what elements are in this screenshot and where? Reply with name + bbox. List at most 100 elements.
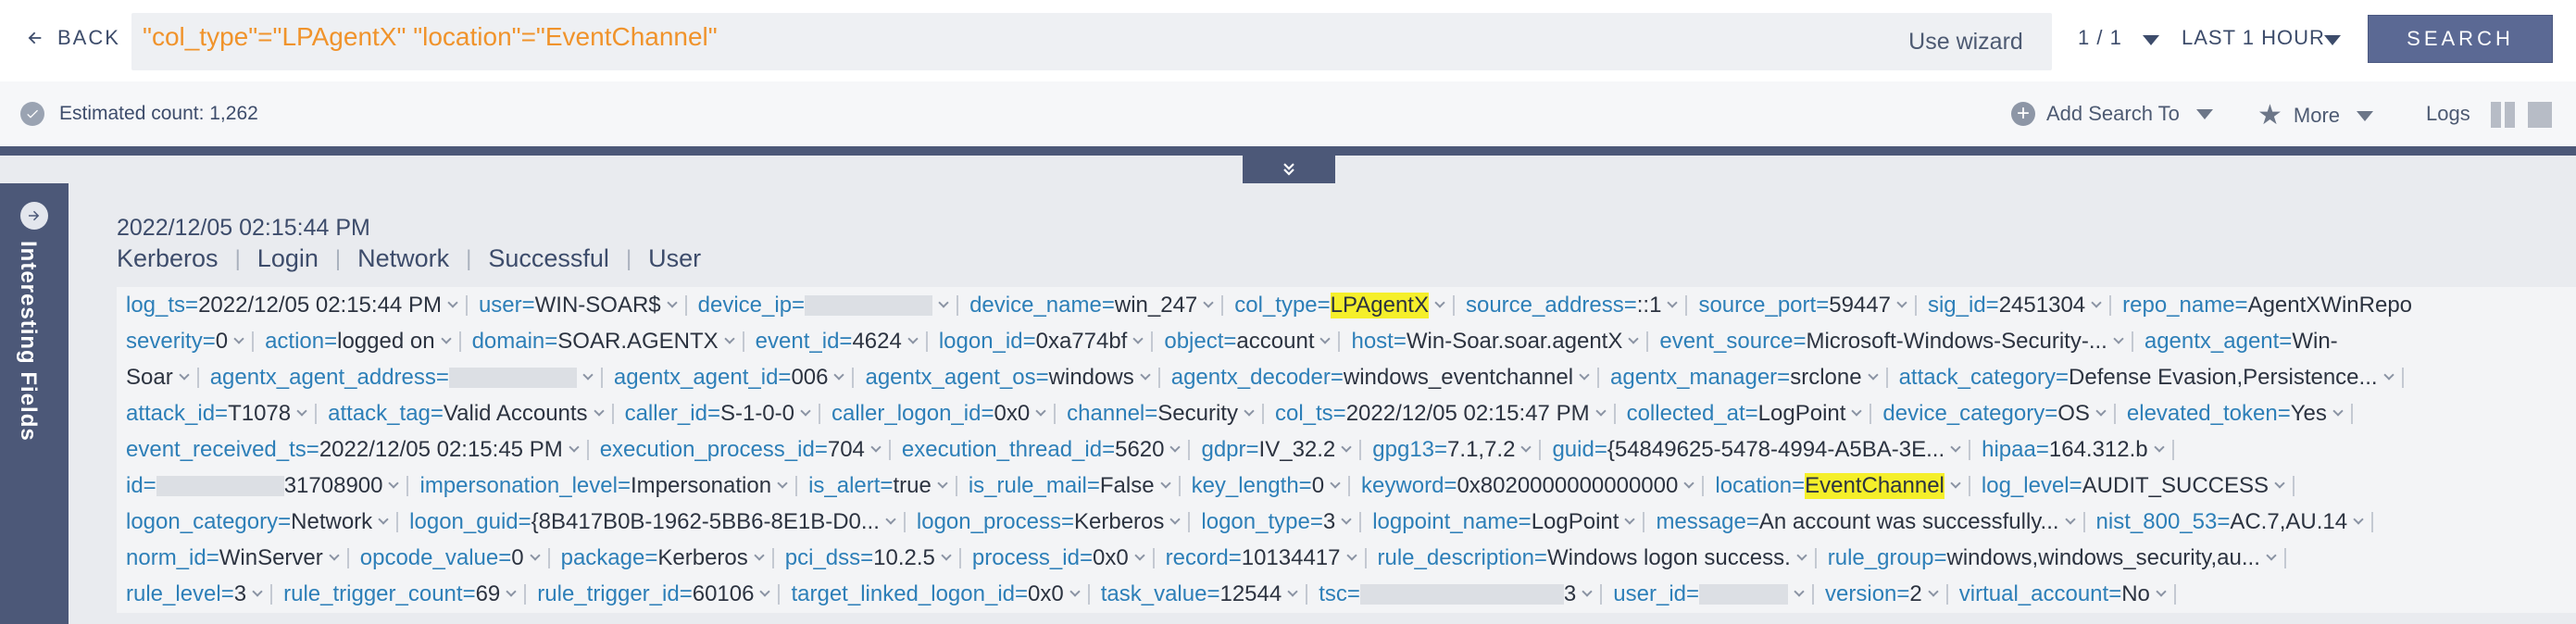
field-item[interactable]: object=account	[1164, 329, 1351, 355]
field-item[interactable]: elevated_token=Yes	[2127, 401, 2364, 427]
field-key[interactable]: gdpr=	[1201, 436, 1259, 462]
chevron-down-icon[interactable]	[1345, 549, 1357, 561]
chevron-down-icon[interactable]	[1203, 296, 1214, 308]
field-item[interactable]: source_address=::1	[1466, 293, 1698, 318]
field-value[interactable]: An account was successfully...	[1758, 508, 2059, 534]
chevron-down-icon[interactable]	[506, 585, 517, 597]
field-item[interactable]: channel=Security	[1067, 401, 1275, 427]
chevron-down-icon[interactable]	[1851, 405, 1863, 417]
field-item[interactable]: rule_description=Windows logon success.	[1378, 545, 1828, 571]
field-key[interactable]: logon_category=	[126, 508, 292, 534]
chevron-down-icon[interactable]	[2064, 513, 2076, 525]
field-key[interactable]: host=	[1351, 328, 1407, 354]
field-value[interactable]: {54849625-5478-4994-A5BA-3E...	[1607, 436, 1945, 462]
chevron-down-icon[interactable]	[1434, 296, 1445, 308]
field-key[interactable]: agentx_agent_id=	[613, 364, 792, 390]
chevron-down-icon[interactable]	[759, 585, 771, 597]
field-item[interactable]: tsc=3	[1319, 581, 1613, 607]
field-key[interactable]: log_ts=	[126, 292, 199, 318]
field-item[interactable]: user=WIN-SOAR$	[479, 293, 698, 318]
chevron-down-icon[interactable]	[1035, 405, 1046, 417]
field-key[interactable]: virtual_account=	[1958, 580, 2122, 606]
chevron-down-icon[interactable]	[1896, 296, 1907, 308]
field-value[interactable]: windows_eventchannel	[1343, 364, 1574, 390]
field-key[interactable]: logon_id=	[938, 328, 1036, 354]
field-value[interactable]: Valid Accounts	[443, 400, 588, 426]
chevron-down-icon[interactable]	[1582, 585, 1593, 597]
field-key[interactable]: severity=	[126, 328, 216, 354]
field-value[interactable]: AgentXWinRepo	[2247, 292, 2413, 318]
chevron-down-icon[interactable]	[252, 585, 263, 597]
field-key[interactable]: logpoint_name=	[1372, 508, 1532, 534]
field-value[interactable]: Win-Soar.soar.agentX	[1406, 328, 1623, 354]
field-item[interactable]: action=logged on	[265, 329, 472, 355]
field-key[interactable]: device_name=	[969, 292, 1115, 318]
field-key[interactable]: is_rule_mail=	[968, 472, 1100, 498]
field-item[interactable]: attack_category=Defense Evasion,Persiste…	[1899, 365, 2415, 391]
field-key[interactable]: device_category=	[1882, 400, 2058, 426]
field-value[interactable]: Soar	[126, 364, 173, 390]
field-key[interactable]: norm_id=	[126, 544, 219, 570]
field-item[interactable]: logon_process=Kerberos	[917, 509, 1202, 535]
field-key[interactable]: channel=	[1067, 400, 1158, 426]
field-key[interactable]: guid=	[1552, 436, 1607, 462]
chevron-down-icon[interactable]	[296, 405, 307, 417]
field-key[interactable]: task_value=	[1100, 580, 1220, 606]
field-key[interactable]: rule_description=	[1377, 544, 1547, 570]
field-key[interactable]: domain=	[471, 328, 558, 354]
field-item[interactable]: is_alert=true	[808, 473, 969, 499]
field-item[interactable]: caller_id=S-1-0-0	[625, 401, 832, 427]
chevron-down-icon[interactable]	[1520, 441, 1532, 453]
field-item[interactable]: device_name=win_247	[969, 293, 1234, 318]
chevron-down-icon[interactable]	[1796, 549, 1807, 561]
chevron-down-icon[interactable]	[2156, 585, 2167, 597]
field-value[interactable]: S-1-0-0	[719, 400, 794, 426]
field-item[interactable]: severity=0	[126, 329, 265, 355]
field-item[interactable]: id=31708900	[126, 473, 419, 499]
field-key[interactable]: target_linked_logon_id=	[791, 580, 1029, 606]
chevron-down-icon[interactable]	[2332, 405, 2344, 417]
field-item[interactable]: event_received_ts=2022/12/05 02:15:45 PM	[126, 437, 600, 463]
interesting-fields-sidebar[interactable]: Interesting Fields	[0, 183, 69, 624]
arrow-right-circle-icon[interactable]	[20, 202, 48, 230]
field-value[interactable]: Defense Evasion,Persistence...	[2069, 364, 2378, 390]
tag-link[interactable]: Login	[256, 244, 319, 272]
field-key[interactable]: message=	[1656, 508, 1759, 534]
field-item[interactable]: host=Win-Soar.soar.agentX	[1351, 329, 1659, 355]
field-value[interactable]: Yes	[2290, 400, 2327, 426]
page-selector[interactable]: 1 / 1	[2078, 26, 2122, 49]
field-value[interactable]: 4624	[852, 328, 902, 354]
chevron-down-icon[interactable]	[1132, 332, 1144, 344]
field-value[interactable]: 2022/12/05 02:15:45 PM	[319, 436, 563, 462]
back-button[interactable]: BACK	[24, 26, 120, 50]
field-key[interactable]: execution_thread_id=	[901, 436, 1116, 462]
chevron-down-icon[interactable]	[2143, 35, 2159, 45]
field-value[interactable]: 006	[791, 364, 829, 390]
field-value[interactable]: LogPoint	[1531, 508, 1619, 534]
field-value[interactable]: False	[1099, 472, 1155, 498]
field-value[interactable]: No	[2121, 580, 2150, 606]
field-key[interactable]: repo_name=	[2122, 292, 2248, 318]
field-value[interactable]: 59447	[1829, 292, 1891, 318]
field-value[interactable]: 2451304	[1998, 292, 2086, 318]
field-value[interactable]: Network	[291, 508, 373, 534]
chevron-down-icon[interactable]	[1624, 513, 1636, 525]
chevron-down-icon[interactable]	[582, 368, 594, 381]
chevron-down-icon[interactable]	[1628, 332, 1640, 344]
field-value[interactable]: 31708900	[283, 472, 383, 498]
field-value[interactable]: 3	[1563, 580, 1577, 606]
field-value[interactable]: 0	[215, 328, 229, 354]
field-value[interactable]: ::1	[1636, 292, 1662, 318]
field-key[interactable]: execution_process_id=	[599, 436, 828, 462]
field-value[interactable]: 0x0	[1028, 580, 1064, 606]
chevron-down-icon[interactable]	[1159, 477, 1171, 489]
field-item[interactable]: logpoint_name=LogPoint	[1372, 509, 1656, 535]
field-key[interactable]: collected_at=	[1626, 400, 1758, 426]
field-value[interactable]: Microsoft-Windows-Security-...	[1806, 328, 2107, 354]
chevron-down-icon[interactable]	[754, 549, 765, 561]
chevron-down-icon[interactable]	[2091, 296, 2102, 308]
chevron-down-icon[interactable]	[1950, 441, 1961, 453]
field-key[interactable]: action=	[265, 328, 338, 354]
field-key[interactable]: sig_id=	[1927, 292, 1999, 318]
field-item[interactable]: norm_id=WinServer	[126, 545, 360, 571]
